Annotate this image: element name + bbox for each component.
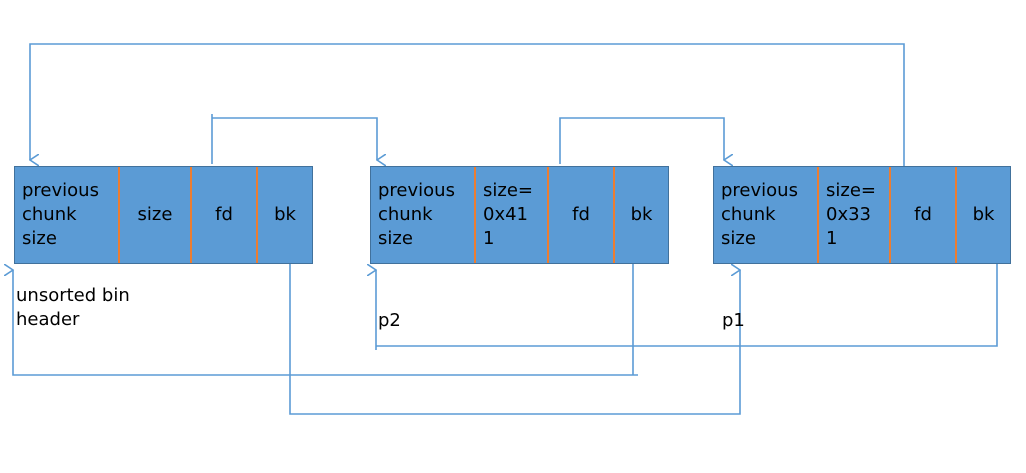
cell-prev-size: previous chunk size: [371, 167, 476, 263]
cell-fd: fd: [891, 167, 957, 263]
arrow-header-bk-to-p1: [289, 264, 740, 415]
arrow-header-fd-to-p2: [211, 114, 377, 164]
chunk-unsorted-bin-header: previous chunk size size fd bk: [14, 166, 313, 264]
cell-size: size: [120, 167, 192, 263]
arrow-p1-bk-to-p2: [376, 264, 998, 350]
arrow-p2-fd-to-p1: [559, 117, 724, 164]
cell-fd: fd: [192, 167, 258, 263]
arrow-p1-fd-to-header: [30, 43, 905, 166]
arrow-p2-bk-to-header: [13, 264, 638, 376]
label-p1: p1: [722, 310, 745, 331]
label-p2: p2: [378, 310, 401, 331]
chunk-p1: previous chunk size size= 0x33 1 fd bk: [713, 166, 1011, 264]
cell-bk: bk: [972, 204, 995, 225]
cell-fd: fd: [549, 167, 615, 263]
cell-size: size= 0x41 1: [476, 167, 549, 263]
label-unsorted-bin-header: unsorted bin header: [16, 285, 130, 330]
cell-bk: bk: [630, 204, 653, 225]
chunk-p2: previous chunk size size= 0x41 1 fd bk: [370, 166, 669, 264]
cell-bk: bk: [274, 204, 296, 225]
cell-prev-size: previous chunk size: [15, 167, 120, 263]
cell-prev-size: previous chunk size: [714, 167, 819, 263]
cell-size: size= 0x33 1: [819, 167, 891, 263]
